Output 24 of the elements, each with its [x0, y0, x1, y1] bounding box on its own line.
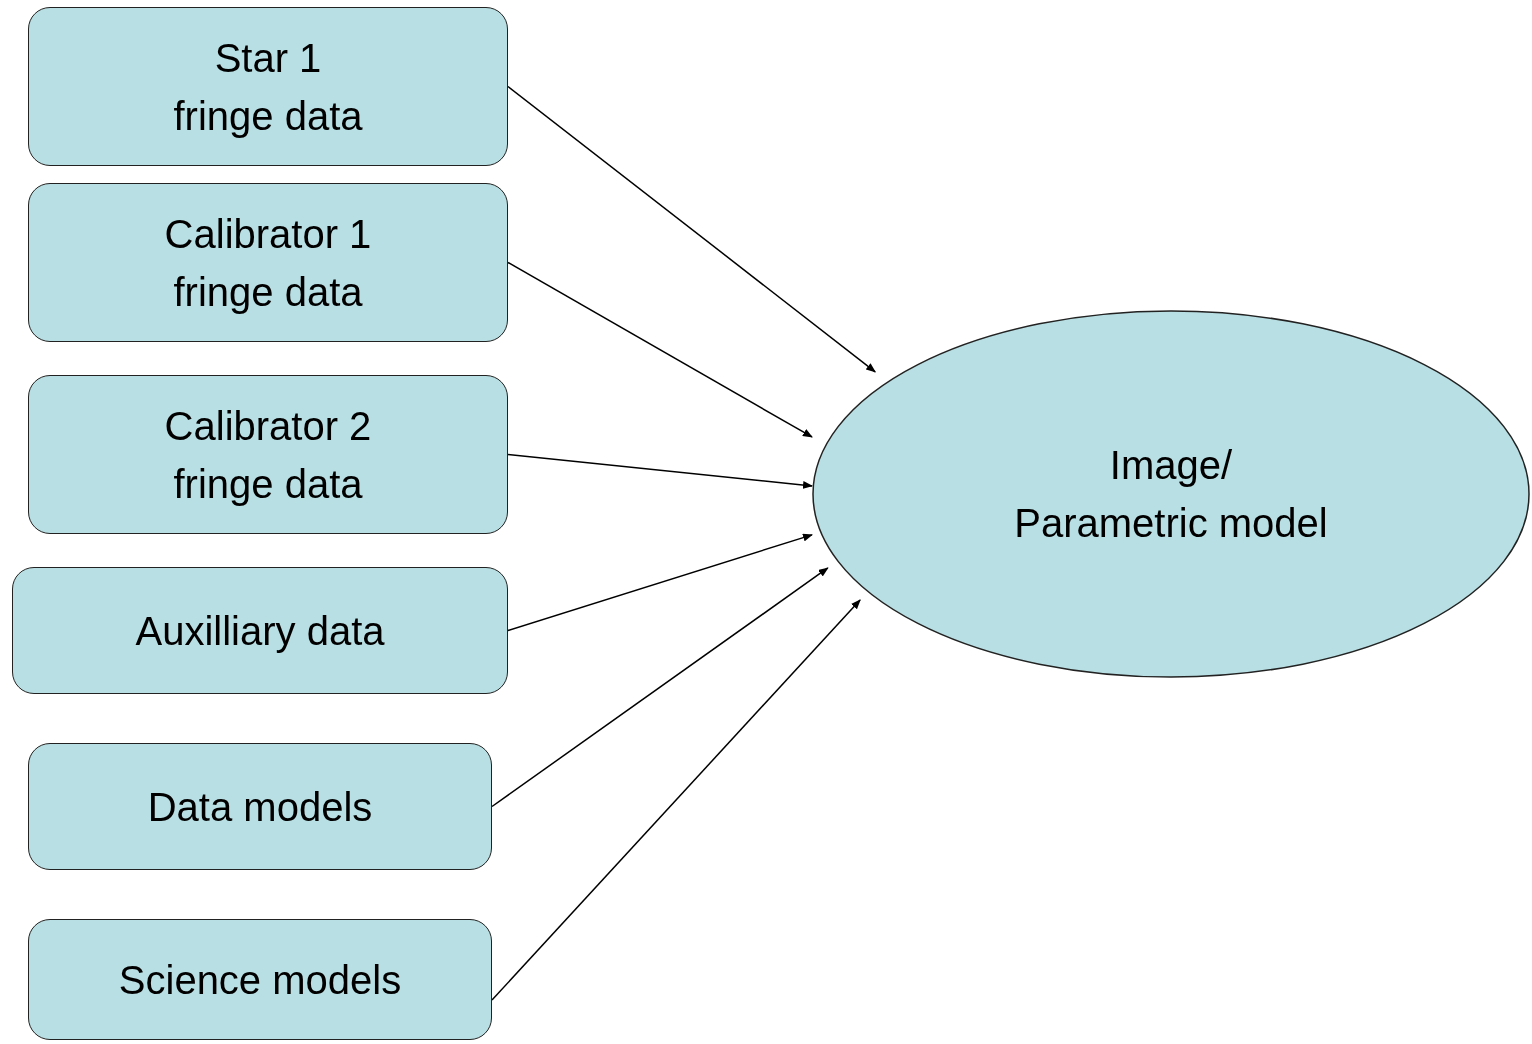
- arrow: [507, 453, 813, 489]
- process-box: [28, 7, 508, 166]
- arrow: [507, 533, 813, 632]
- node-text: Data models: [147, 783, 373, 831]
- arrow: [491, 599, 861, 1001]
- node-text: Calibrator 1: [164, 210, 372, 258]
- ellipse-node: [812, 310, 1530, 678]
- node-text: fringe data: [173, 92, 363, 140]
- node-text: Image/: [1109, 442, 1233, 489]
- node-text: Star 1: [214, 34, 322, 82]
- process-box: [28, 919, 492, 1040]
- node-text: fringe data: [173, 268, 363, 316]
- node-text: Calibrator 2: [164, 402, 372, 450]
- arrow: [507, 85, 876, 373]
- process-box: [28, 743, 492, 870]
- node-text: Auxilliary data: [135, 607, 385, 655]
- arrow: [491, 567, 829, 808]
- process-box: [28, 183, 508, 342]
- node-text: Parametric model: [1014, 500, 1328, 547]
- node-text: Science models: [118, 956, 402, 1004]
- node-text: fringe data: [173, 460, 363, 508]
- process-box: [12, 567, 508, 694]
- process-box: [28, 375, 508, 534]
- arrow: [507, 261, 813, 438]
